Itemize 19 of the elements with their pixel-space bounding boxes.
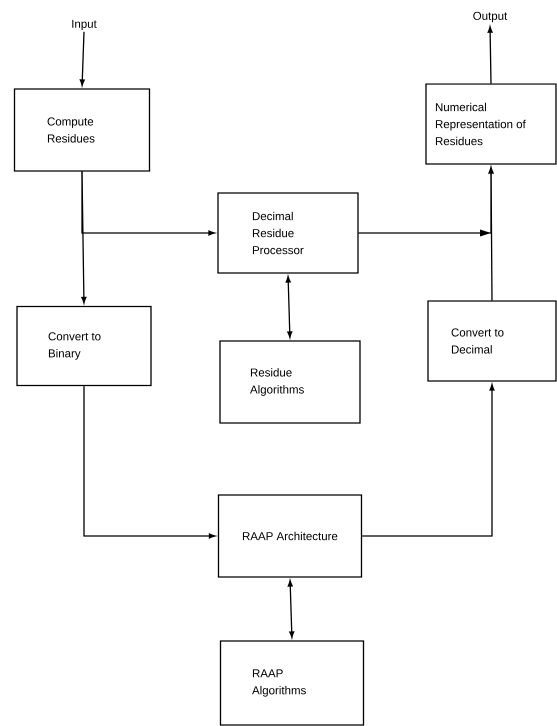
arrow xyxy=(288,580,294,638)
io-label: Input xyxy=(72,20,97,30)
process-box: Convert to Binary xyxy=(16,306,152,386)
process-box: Compute Residues xyxy=(14,88,150,172)
arrow xyxy=(488,167,494,300)
arrow xyxy=(286,276,292,338)
arrow xyxy=(83,386,216,539)
process-box: Convert to Decimal xyxy=(427,300,557,382)
arrow xyxy=(358,167,494,236)
process-box: Residue Algorithms xyxy=(219,340,361,424)
process-box: RAAP Algorithms xyxy=(220,640,364,726)
process-box: Numerical Representation of Residues xyxy=(425,83,557,165)
process-box: RAAP Architecture xyxy=(218,494,362,578)
arrow xyxy=(80,32,85,86)
arrow xyxy=(362,384,495,537)
arrow xyxy=(488,26,493,84)
io-label: Output xyxy=(473,12,508,22)
process-box: Decimal Residue Processor xyxy=(217,192,359,274)
arrow xyxy=(81,172,215,236)
